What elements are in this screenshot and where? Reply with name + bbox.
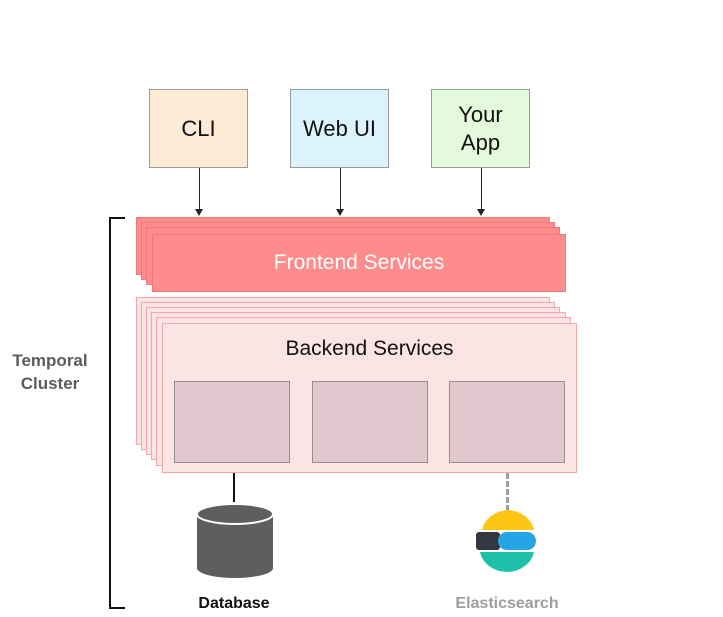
frontend-layer-front <box>152 234 566 292</box>
web-ui-label: Web UI <box>303 115 376 141</box>
cli-label: CLI <box>181 115 216 141</box>
web-ui-box: Web UI <box>290 89 389 168</box>
database-label: Database <box>198 595 270 612</box>
cli-arrow <box>199 168 200 210</box>
cluster-bracket <box>109 217 125 609</box>
database-icon <box>196 503 274 578</box>
your-app-arrow-head <box>477 209 485 216</box>
frontend-services-label: Frontend Services <box>273 251 445 274</box>
backend-service-box <box>449 381 565 463</box>
temporal-cluster-label: Temporal Cluster <box>12 351 88 393</box>
elasticsearch-label: Elasticsearch <box>455 595 559 612</box>
your-app-box: Your App <box>431 89 530 168</box>
your-app-label: Your App <box>458 102 503 155</box>
cli-box: CLI <box>149 89 248 168</box>
backend-service-box <box>312 381 428 463</box>
backend-services-label: Backend Services <box>285 337 454 360</box>
your-app-arrow <box>481 168 482 210</box>
web-ui-arrow-head <box>336 209 344 216</box>
cli-arrow-head <box>195 209 203 216</box>
web-ui-arrow <box>340 168 341 210</box>
database-connector <box>233 473 235 502</box>
elasticsearch-connector <box>506 473 509 511</box>
elasticsearch-icon <box>476 510 536 573</box>
backend-service-box <box>174 381 290 463</box>
